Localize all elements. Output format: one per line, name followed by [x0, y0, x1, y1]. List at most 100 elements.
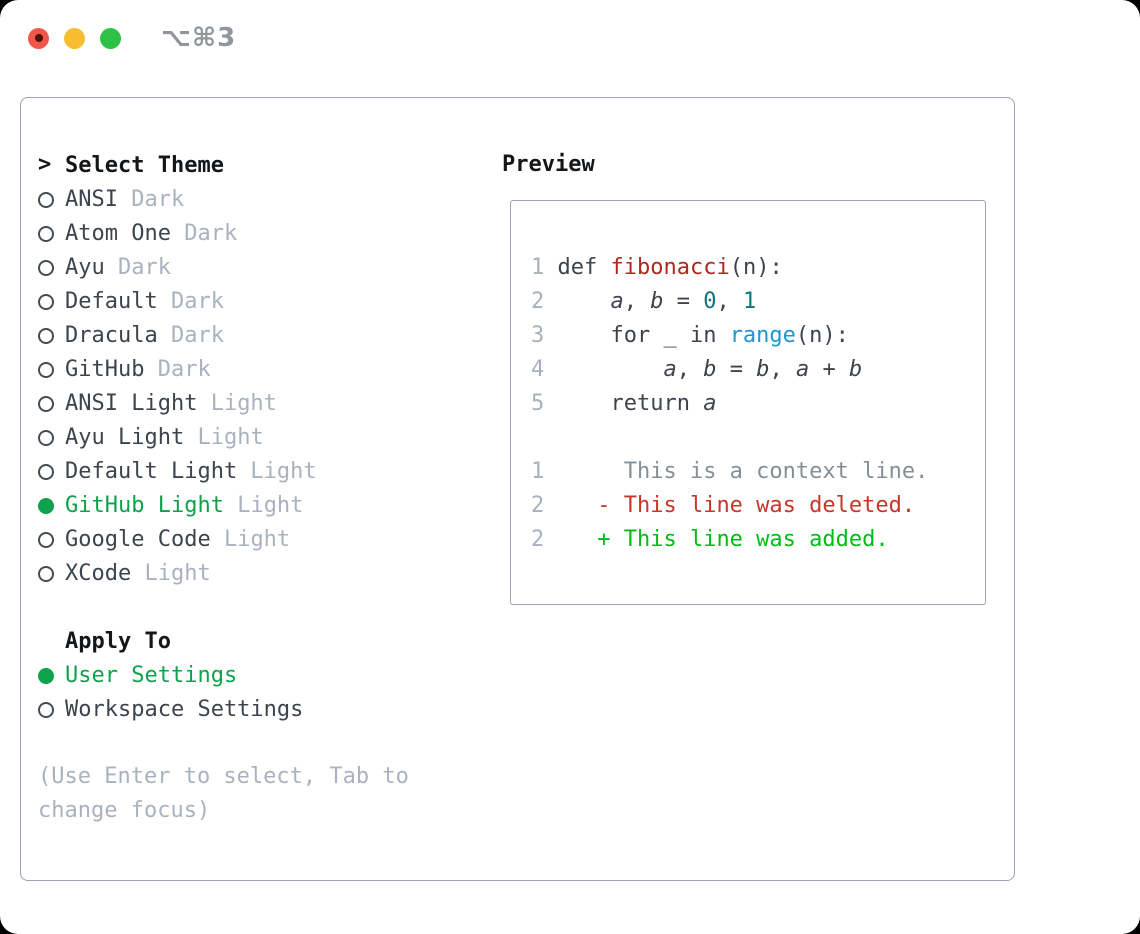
theme-option-xcode[interactable]: XCode Light [38, 556, 317, 590]
token-code: + [809, 357, 849, 382]
radio-circle [38, 226, 54, 242]
radio-circle [38, 430, 54, 446]
apply-to-header: Apply To [38, 624, 303, 658]
token-ln: 2 [531, 527, 558, 552]
theme-option-dracula[interactable]: Dracula Dark [38, 318, 317, 352]
token-code: return [557, 391, 704, 416]
radio-circle [38, 464, 54, 480]
titlebar: ⌥⌘3 [28, 23, 236, 53]
radio-icon[interactable] [38, 692, 65, 726]
close-dot-icon [34, 34, 43, 42]
radio-icon[interactable] [38, 420, 65, 454]
token-del: - This line was deleted. [557, 493, 916, 518]
radio-selected-icon[interactable] [38, 488, 65, 522]
token-var: a [663, 357, 677, 382]
token-add: + This line was added. [557, 527, 889, 552]
variant-tag: Dark [117, 186, 185, 212]
theme-option-github-light[interactable]: GitHub Light Light [38, 488, 317, 522]
token-code [558, 289, 611, 314]
code-line: 4 a, b = b, a + b [531, 353, 928, 387]
token-ln: 2 [531, 289, 558, 314]
radio-icon[interactable] [38, 284, 65, 318]
radio-icon[interactable] [38, 216, 65, 250]
close-button[interactable] [28, 27, 49, 49]
variant-tag: Light [237, 458, 317, 484]
token-fn: fibonacci [610, 255, 730, 280]
code-line: 1 This is a context line. [531, 455, 928, 489]
variant-tag: Light [184, 424, 264, 450]
token-code: for _ in [557, 323, 730, 348]
variant-tag: Light [223, 492, 304, 518]
radio-icon[interactable] [38, 556, 65, 590]
radio-circle [38, 566, 54, 582]
code-line: 2 - This line was deleted. [531, 489, 928, 523]
token-var: b [703, 357, 717, 382]
radio-icon[interactable] [38, 352, 65, 386]
keyboard-hint: (Use Enter to select, Tab to change focu… [38, 764, 409, 823]
preview-title: Preview [502, 152, 595, 177]
code-line: 3 for _ in range(n): [531, 319, 928, 353]
token-var: a [703, 391, 717, 416]
option-label: GitHub [65, 356, 145, 382]
theme-option-ayu[interactable]: Ayu Dark [38, 250, 317, 284]
option-label: Google Code [65, 526, 211, 552]
option-label: Default [65, 288, 158, 314]
radio-icon[interactable] [38, 182, 65, 216]
code-line: 1 def fibonacci(n): [531, 251, 928, 285]
radio-icon[interactable] [38, 454, 65, 488]
radio-circle [38, 702, 54, 718]
theme-option-default[interactable]: Default Dark [38, 284, 317, 318]
token-var: b [848, 357, 863, 382]
option-label: ANSI [65, 186, 118, 212]
option-label: Workspace Settings [65, 696, 304, 722]
theme-option-default-light[interactable]: Default Light Light [38, 454, 317, 488]
token-code: def [557, 255, 611, 280]
option-label: ANSI Light [65, 390, 198, 416]
theme-option-google-code[interactable]: Google Code Light [38, 522, 317, 556]
apply-to-title: Apply To [65, 628, 171, 654]
radio-circle [38, 668, 54, 684]
variant-tag: Dark [157, 288, 224, 314]
option-label: GitHub Light [65, 492, 224, 518]
theme-option-github[interactable]: GitHub Dark [38, 352, 317, 386]
token-ln: 4 [531, 357, 558, 382]
theme-option-ansi-light[interactable]: ANSI Light Light [38, 386, 317, 420]
radio-circle [38, 362, 54, 378]
radio-icon[interactable] [38, 386, 65, 420]
theme-option-ayu-light[interactable]: Ayu Light Light [38, 420, 317, 454]
apply-to-indent [38, 624, 65, 658]
radio-circle [38, 396, 54, 412]
minimize-button[interactable] [64, 27, 85, 49]
radio-icon[interactable] [38, 522, 65, 556]
theme-option-ansi[interactable]: ANSI Dark [38, 182, 317, 216]
radio-circle [38, 294, 54, 310]
code-line: 2 + This line was added. [531, 523, 928, 557]
option-label: Atom One [65, 220, 171, 246]
apply-option-user-settings[interactable]: User Settings [38, 658, 303, 692]
zoom-button[interactable] [100, 27, 121, 49]
cursor-marker: > [38, 148, 65, 182]
token-ln: 2 [531, 493, 558, 518]
option-label: User Settings [65, 662, 238, 688]
option-label: Ayu [65, 254, 105, 280]
radio-icon[interactable] [38, 250, 65, 284]
variant-tag: Light [131, 560, 211, 586]
code-line: 2 a, b = 0, 1 [531, 285, 928, 319]
apply-option-workspace-settings[interactable]: Workspace Settings [38, 692, 303, 726]
radio-circle [38, 532, 54, 548]
radio-circle [38, 192, 54, 208]
token-code [558, 357, 664, 382]
radio-icon[interactable] [38, 318, 65, 352]
option-label: Default Light [65, 458, 238, 484]
token-code: , [676, 357, 704, 382]
radio-selected-icon[interactable] [38, 658, 65, 692]
option-label: XCode [65, 560, 132, 586]
code-line [531, 421, 928, 455]
variant-tag: Light [197, 390, 277, 416]
theme-option-atom-one[interactable]: Atom One Dark [38, 216, 317, 250]
variant-tag: Dark [104, 254, 171, 280]
